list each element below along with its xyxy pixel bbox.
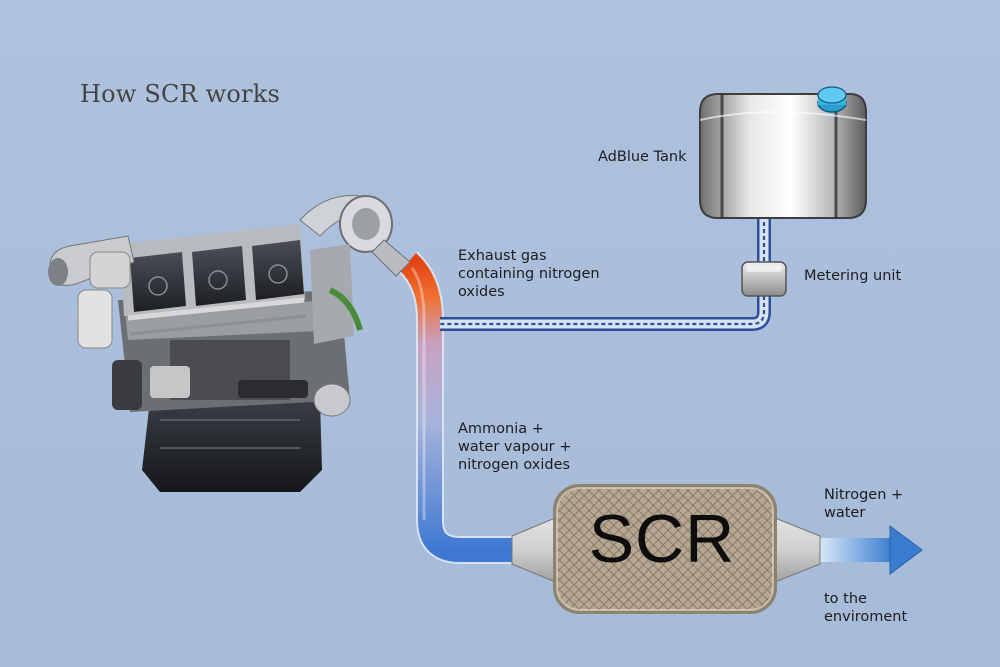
nitrogen-water-line-2: water (824, 505, 866, 521)
exhaust-label-line-2: containing nitrogen (458, 266, 600, 282)
environment-line-2: enviroment (824, 609, 908, 625)
page-title: How SCR works (80, 80, 280, 108)
adblue-tank-label: AdBlue Tank (598, 149, 687, 165)
adblue-line (440, 215, 771, 331)
environment-line-1: to the (824, 591, 867, 607)
ammonia-label-line-2: water vapour + (458, 439, 572, 455)
nitrogen-water-line-1: Nitrogen + (824, 487, 904, 503)
engine-illustration (48, 195, 411, 492)
nitrogen-water-label: Nitrogen + water (824, 486, 903, 522)
exhaust-label-line-3: oxides (458, 284, 505, 300)
exhaust-label-line-1: Exhaust gas (458, 248, 547, 264)
exhaust-pipe (398, 251, 520, 564)
outlet-arrow (812, 525, 923, 575)
environment-label: to the enviroment (824, 590, 907, 626)
metering-unit-label: Metering unit (804, 268, 902, 284)
scr-catalyst (511, 484, 821, 614)
metering-unit (741, 261, 787, 297)
exhaust-gas-label: Exhaust gas containing nitrogen oxides (458, 247, 600, 301)
scr-label: SCR (588, 501, 736, 577)
ammonia-label-line-1: Ammonia + (458, 421, 544, 437)
ammonia-label: Ammonia + water vapour + nitrogen oxides (458, 420, 571, 474)
ammonia-label-line-3: nitrogen oxides (458, 457, 571, 473)
tank-cap (817, 86, 847, 113)
adblue-tank (699, 86, 867, 219)
